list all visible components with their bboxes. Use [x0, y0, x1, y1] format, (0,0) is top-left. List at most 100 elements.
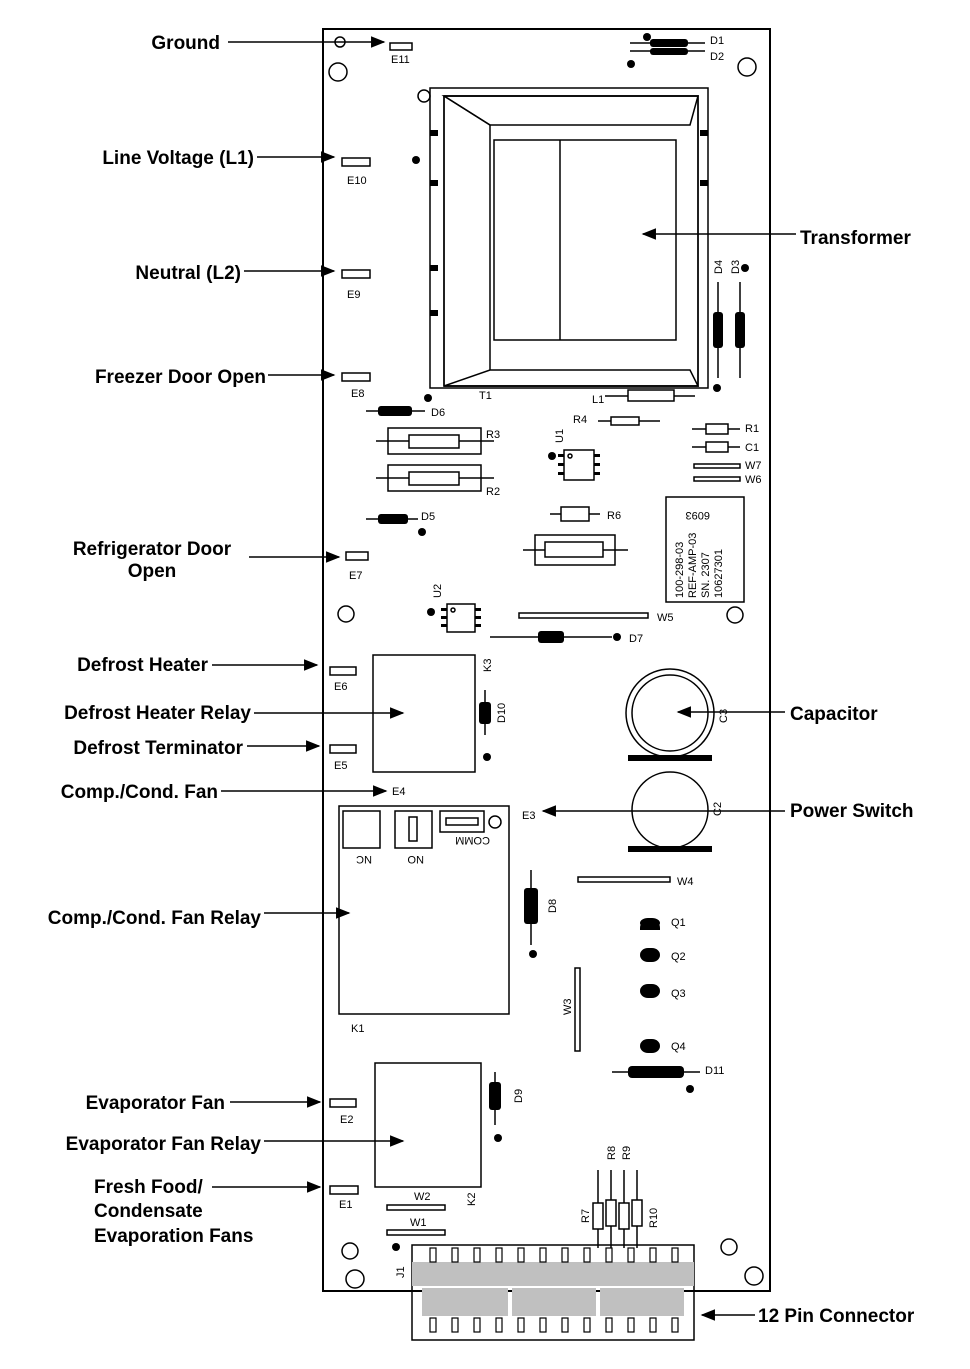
ref-w7: W7 [745, 460, 762, 472]
label-fresh-food-line3: Evaporation Fans [94, 1226, 253, 1247]
capacitor-c3 [625, 668, 715, 761]
diode-d7 [490, 631, 621, 643]
stamp-line-3: REF-AMP-03 [687, 533, 699, 598]
jumper-w4 [577, 876, 671, 883]
board-label-stamp: 6093 100-298-03 REF-AMP-03 SN. 2307 1062… [665, 496, 745, 603]
ref-d3: D3 [730, 260, 742, 274]
connector-12-pin [411, 1244, 695, 1341]
diode-d5 [366, 514, 426, 536]
label-comp-fan-relay: Comp./Cond. Fan Relay [48, 908, 262, 929]
relay-k2 [374, 1062, 482, 1188]
ref-u1: U1 [554, 429, 566, 443]
ref-c2: C2 [712, 802, 724, 816]
ref-j1: J1 [395, 1266, 407, 1278]
terminal-pads [329, 42, 413, 1195]
resistor-r6 [550, 506, 600, 522]
ref-r3: R3 [486, 429, 500, 441]
label-power-switch: Power Switch [790, 801, 914, 822]
label-freezer-door: Freezer Door Open [95, 367, 266, 388]
ref-e5: E5 [334, 760, 347, 772]
resistor-r1 [692, 423, 740, 435]
ref-d4: D4 [713, 260, 725, 274]
jumper-w5 [518, 612, 649, 619]
resistor-r4 [598, 416, 660, 426]
ref-l1: L1 [592, 394, 604, 406]
callout-labels: Ground Line Voltage (L1) Neutral (L2) Fr… [48, 33, 915, 1327]
ref-e7: E7 [349, 570, 362, 582]
label-capacitor: Capacitor [790, 704, 878, 725]
label-line-voltage: Line Voltage (L1) [102, 148, 254, 169]
ref-w5: W5 [657, 612, 674, 624]
ref-d6: D6 [431, 407, 445, 419]
ref-d7: D7 [629, 633, 643, 645]
ref-d2: D2 [710, 51, 724, 63]
ref-r6: R6 [607, 510, 621, 522]
resistor-r3 [376, 427, 494, 455]
stamp-line-2: 100-298-03 [674, 542, 686, 598]
ref-nc: NC [356, 853, 372, 865]
ref-comm: COMM [455, 834, 490, 846]
ref-d11: D11 [705, 1065, 724, 1077]
label-fridge-door-line1: Refrigerator Door [73, 539, 232, 560]
capacitor-c2 [628, 771, 712, 852]
ref-e9: E9 [347, 289, 360, 301]
label-defrost-heater: Defrost Heater [77, 655, 209, 676]
circuit-board-outline [322, 28, 771, 1292]
ref-e4: E4 [392, 786, 405, 798]
ref-e3: E3 [522, 810, 535, 822]
ref-d10: D10 [496, 703, 508, 723]
ref-k2: K2 [466, 1193, 478, 1206]
ref-q2: Q2 [671, 951, 686, 963]
ref-d1: D1 [710, 35, 724, 47]
ref-c3: C3 [718, 709, 730, 723]
label-fridge-door-line2: Open [128, 561, 177, 582]
jumpers-w7-w6 [693, 463, 741, 482]
ref-q3: Q3 [671, 988, 686, 1000]
ref-w1: W1 [410, 1217, 427, 1229]
ref-k1: K1 [351, 1023, 364, 1035]
diode-d10 [479, 690, 491, 761]
ref-r1: R1 [745, 423, 759, 435]
capacitor-c1 [692, 441, 740, 453]
label-evap-fan-relay: Evaporator Fan Relay [66, 1134, 262, 1155]
label-transformer: Transformer [800, 228, 911, 249]
ref-e11: E11 [391, 54, 410, 66]
transformer-t1 [429, 87, 709, 389]
ref-w4: W4 [677, 876, 694, 888]
ref-d5: D5 [421, 511, 435, 523]
diodes-d3-d4 [713, 264, 749, 392]
ref-e8: E8 [351, 388, 364, 400]
stamp-line-1: 6093 [686, 509, 710, 521]
ref-w6: W6 [745, 474, 762, 486]
diode-d11 [612, 1066, 700, 1093]
ref-r10: R10 [648, 1208, 660, 1228]
ref-d8: D8 [547, 899, 559, 913]
chip-u1 [548, 449, 600, 481]
label-ground: Ground [151, 33, 220, 54]
ref-r7: R7 [580, 1209, 592, 1223]
label-neutral: Neutral (L2) [135, 263, 241, 284]
ref-r8: R8 [606, 1146, 618, 1160]
diodes-d1-d2 [627, 33, 705, 68]
ref-w3: W3 [562, 999, 574, 1016]
diode-d6 [366, 406, 425, 416]
ref-e2: E2 [340, 1114, 353, 1126]
diode-d8 [524, 870, 538, 958]
label-connector: 12 Pin Connector [758, 1306, 915, 1327]
chip-u2 [427, 603, 481, 633]
ref-k3: K3 [482, 659, 494, 672]
label-defrost-heater-relay: Defrost Heater Relay [64, 703, 251, 724]
diode-d9 [489, 1072, 502, 1142]
label-fresh-food-line2: Condensate [94, 1201, 203, 1222]
inductor-l1 [605, 389, 695, 402]
ref-q4: Q4 [671, 1041, 686, 1053]
ref-r4: R4 [573, 414, 587, 426]
reference-designators: E11 E10 E9 E8 E7 E6 E5 E4 E3 E2 E1 D1 D2… [334, 35, 762, 1278]
ref-q1: Q1 [671, 917, 686, 929]
ref-c1: C1 [745, 442, 759, 454]
ref-w2: W2 [414, 1191, 431, 1203]
callout-arrows [212, 36, 796, 1321]
ref-t1: T1 [479, 390, 492, 402]
ref-e1: E1 [339, 1199, 352, 1211]
